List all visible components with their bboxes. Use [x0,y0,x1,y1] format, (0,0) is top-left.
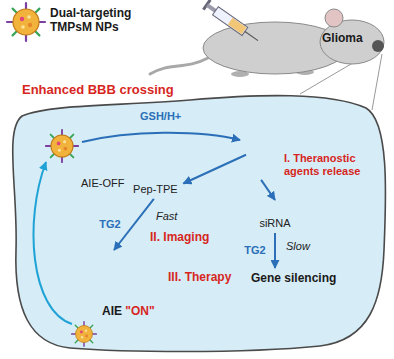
flow-arrow [114,199,154,250]
mouse-ear [325,9,343,27]
cell-membrane-path [13,96,386,352]
nanoparticle-name: Dual-targeting TMPsM NPs [50,6,150,34]
release-arrow [82,133,240,142]
label-holder: III. Therapy [168,270,231,284]
nanoparticle-icon [72,322,97,347]
label-holder: Fast [156,210,177,223]
flow-arrow [261,180,275,200]
rate-label: Fast [156,210,177,223]
text-part: AIE [102,304,125,318]
label-holder: GSH/H+ [140,110,181,123]
tumor-label: Glioma [322,31,363,45]
mouse-tail [150,58,208,74]
step-label: III. Therapy [168,270,231,284]
label-holder: Glioma [322,31,363,45]
mouse-head [320,20,384,64]
uptake-arrow [33,162,72,324]
heading-text: Enhanced BBB crossing [22,82,174,97]
node-text: AIE-OFF [81,177,124,190]
node-text: siRNA [259,217,290,230]
edge-label-holder: TG2 [244,244,265,257]
syringe-content [228,18,247,34]
enzyme-label: TG2 [244,244,265,257]
flow-arrow [274,233,276,268]
rate-label: Slow [286,240,310,253]
cell-outline: I. Theranostic agents releaseAIE-OFF Pep-… [8,88,388,354]
stimulus-label: GSH/H+ [140,110,181,123]
label-holder: Dual-targeting TMPsM NPs [50,6,150,34]
zoom-line [372,54,382,110]
enzyme-label: TG2 [99,218,120,231]
cell-membrane [8,88,388,354]
step-label: II. Imaging [150,230,209,244]
tumor [372,40,384,52]
node-text: Gene silencing [251,271,336,285]
syringe [202,0,261,46]
outcome-box: Gene silencing [248,268,339,288]
syringe-needle [245,31,258,40]
label-holder: II. Imaging [150,230,209,244]
label-holder: Slow [286,240,310,253]
edge-label-holder: TG2 [99,218,120,231]
nanoparticle-icon [7,3,45,41]
node-text: AIE "ON" [102,304,155,318]
step-text: I. Theranostic agents release [284,152,370,178]
flow-arrow [183,155,246,184]
syringe-barrel [213,7,248,36]
text-part: "ON" [125,304,154,318]
nanoparticle-icon [46,130,78,162]
node-text: Pep-TPE [133,183,178,196]
